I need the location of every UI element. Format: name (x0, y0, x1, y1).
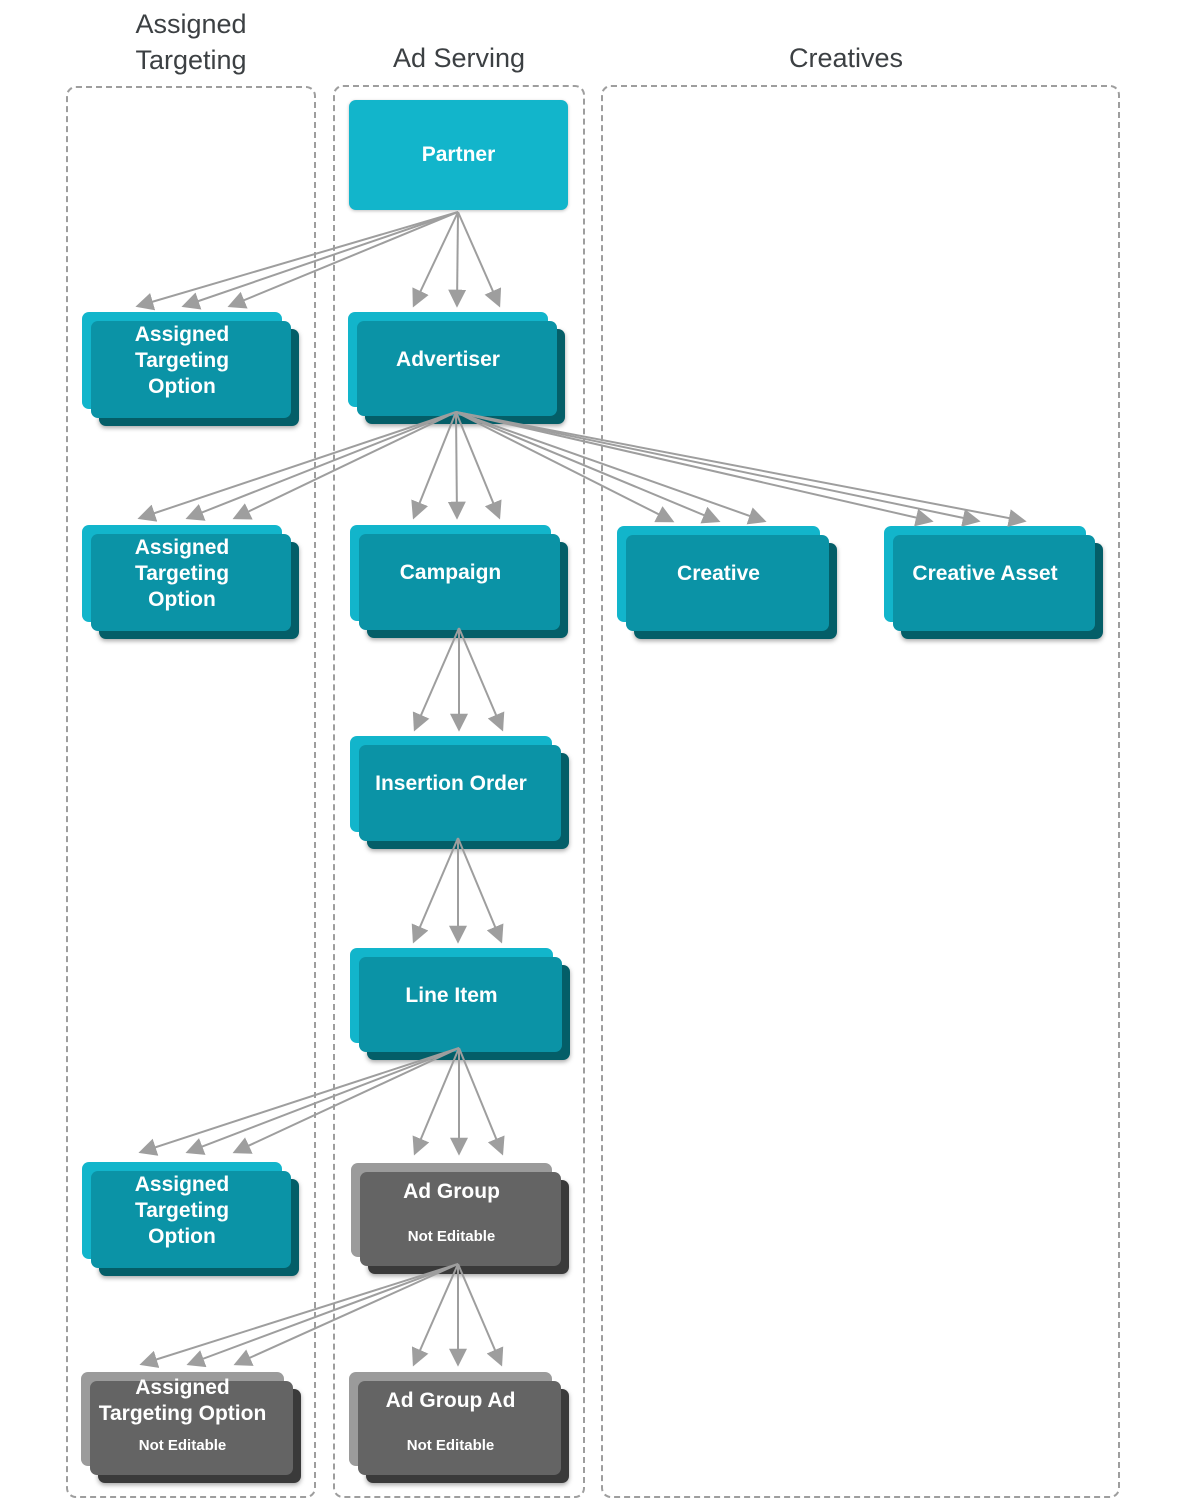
node-label: Line Item (405, 983, 498, 1007)
node-label-line: Targeting (134, 561, 230, 585)
node-line-item: Line Item (350, 948, 553, 1043)
node-label-line: Targeting (134, 348, 230, 372)
node-assigned-targeting-option-ad-group: Assigned Targeting Option Not Editable (81, 1372, 284, 1466)
node-label: Campaign (399, 561, 502, 584)
node-label-line: Assigned (135, 1376, 230, 1399)
node-label-line: Assigned (134, 535, 230, 559)
node-advertiser: Advertiser (348, 312, 548, 407)
node-assigned-targeting-option-campaign: Assigned Targeting Option (82, 525, 282, 622)
node-label-line: Option (148, 587, 216, 611)
node-label: Creative Asset (912, 562, 1058, 585)
node-label: Ad Group (403, 1180, 500, 1203)
node-label: Creative (677, 562, 760, 585)
node-label: Partner (421, 143, 496, 166)
node-creative-asset: Creative Asset (884, 526, 1086, 622)
node-status: Not Editable (407, 1228, 496, 1245)
assigned-targeting-column-frame (66, 86, 316, 1498)
node-partner: Partner (349, 100, 568, 210)
node-insertion-order: Insertion Order (350, 736, 552, 832)
header-line: Assigned (135, 9, 247, 39)
node-assigned-targeting-option-line-item: Assigned Targeting Option (82, 1162, 282, 1259)
creatives-column-frame (601, 85, 1120, 1498)
node-label-line: Assigned (134, 1172, 230, 1196)
node-label-line: Targeting Option (98, 1402, 267, 1425)
node-campaign: Campaign (350, 525, 551, 621)
node-label-line: Assigned (134, 322, 230, 346)
node-label-line: Option (148, 1224, 216, 1248)
node-assigned-targeting-option-advertiser: Assigned Targeting Option (82, 312, 282, 409)
ad-serving-column-frame (333, 85, 585, 1498)
node-label: Insertion Order (375, 772, 527, 795)
node-ad-group-ad: Ad Group Ad Not Editable (349, 1372, 552, 1466)
column-header-ad-serving: Ad Serving (392, 43, 526, 73)
node-status: Not Editable (138, 1437, 227, 1454)
column-header-creatives: Creatives (788, 43, 904, 73)
node-label-line: Targeting (134, 1198, 230, 1222)
node-label: Advertiser (396, 347, 500, 371)
node-label: Ad Group Ad (385, 1389, 516, 1412)
node-creative: Creative (617, 526, 820, 622)
column-header-assigned-targeting: Assigned Targeting (66, 6, 316, 78)
node-label-line: Option (148, 374, 216, 398)
node-ad-group: Ad Group Not Editable (351, 1163, 552, 1257)
header-line: Targeting (135, 45, 247, 75)
node-status: Not Editable (406, 1437, 495, 1454)
